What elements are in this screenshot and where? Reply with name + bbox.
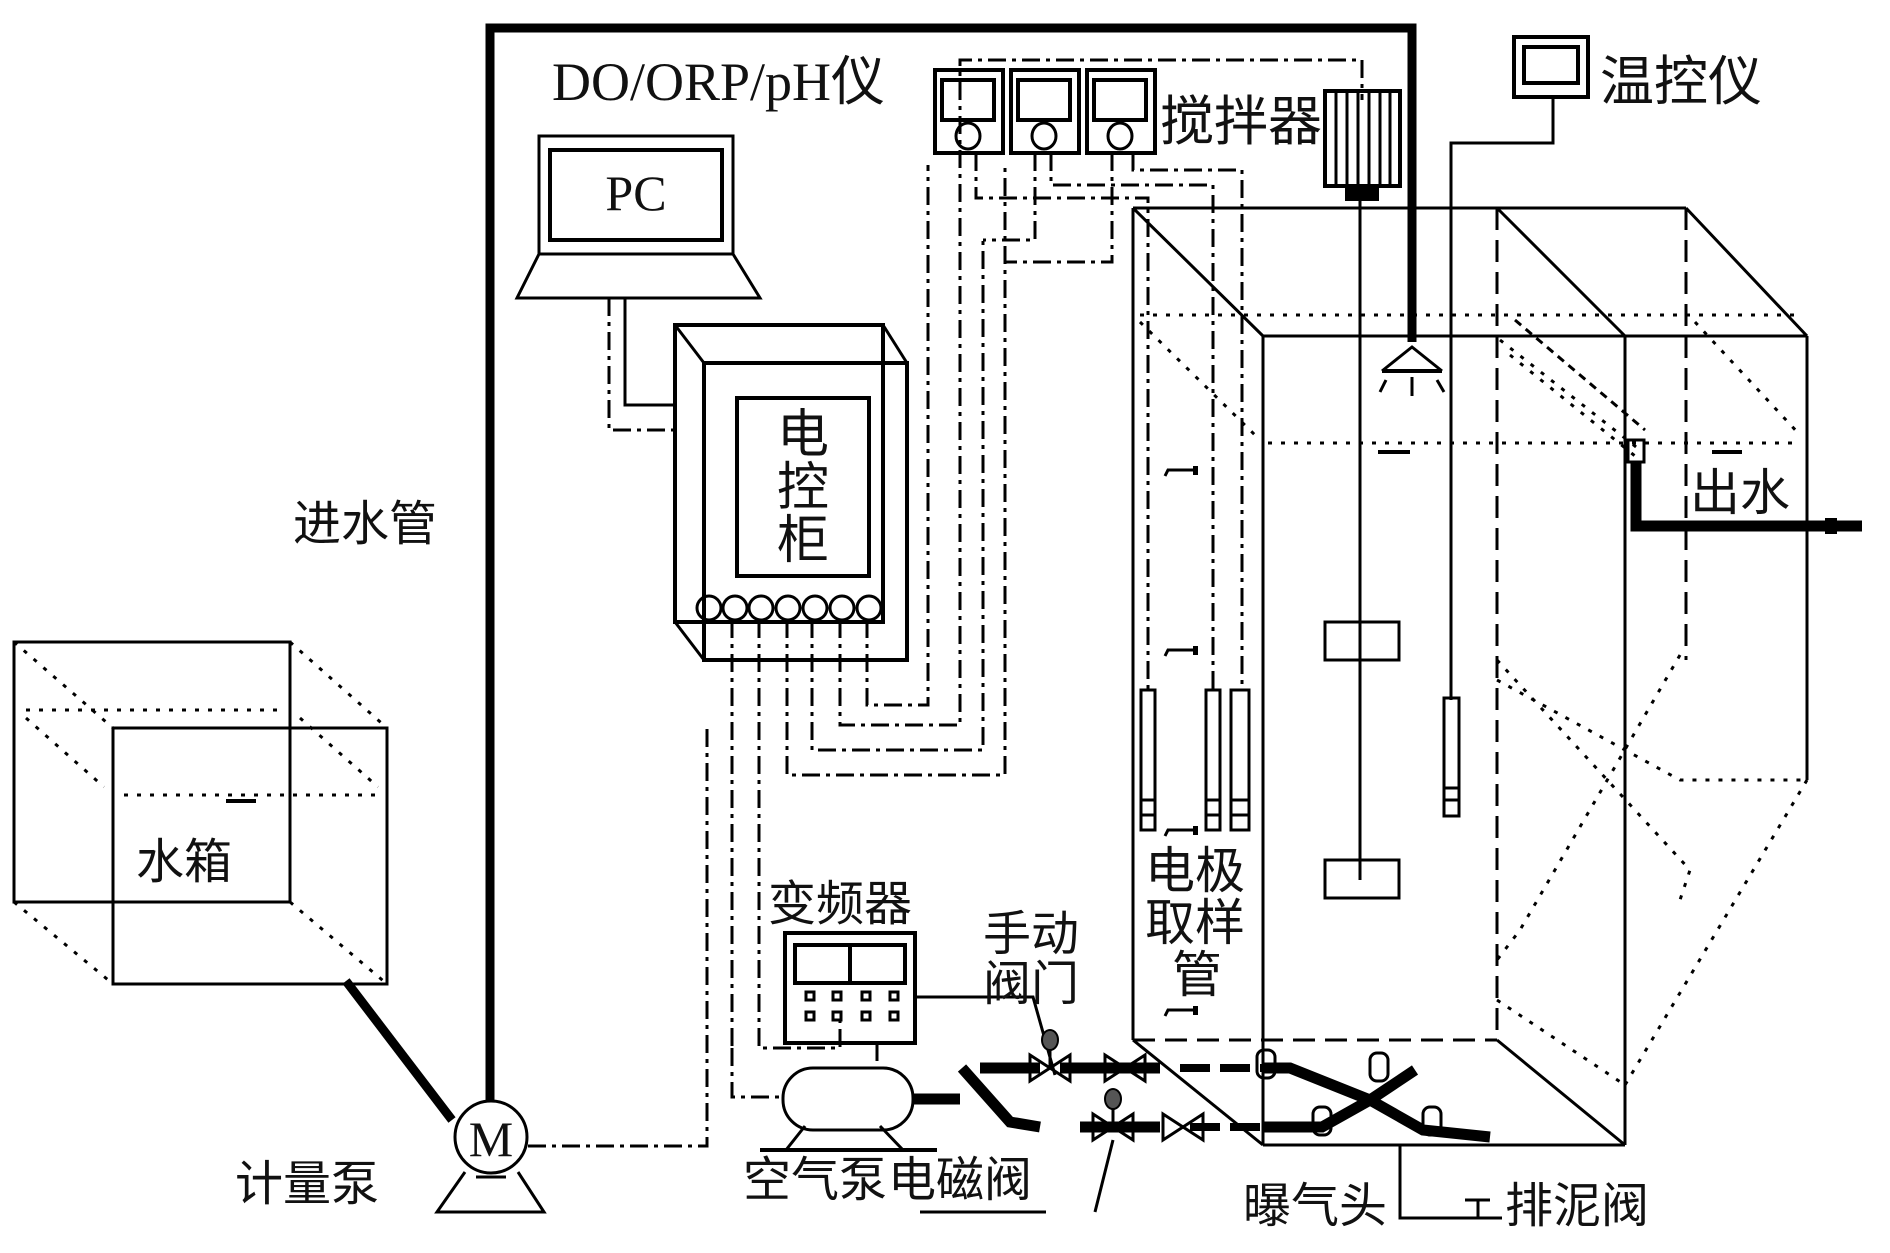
air-pump (760, 1066, 937, 1152)
sampling-port-icon (1163, 1008, 1195, 1017)
air-piping (913, 1062, 1263, 1133)
air-pump-power-wire (730, 1048, 783, 1099)
temperature-probe (1442, 696, 1461, 818)
cabinet-terminals (695, 594, 883, 622)
cabinet-wiring (730, 58, 1364, 1050)
solenoid-valve-lower (1091, 1088, 1135, 1143)
manual-valve-lower (1161, 1111, 1205, 1143)
solenoid-coil-icon (1041, 1029, 1059, 1051)
water-tank: 水箱 (12, 640, 389, 986)
pump-control-wire (528, 725, 709, 1148)
pc-cable (623, 298, 675, 407)
meter-wiring (974, 153, 1244, 690)
sampling-port-icon (1163, 828, 1195, 837)
frequency-converter: 变频器 (768, 876, 917, 1045)
pump-motor-icon (453, 1099, 529, 1175)
aeration-heads (1255, 1048, 1443, 1137)
inlet-pipe (485, 23, 1417, 1100)
manual-valve-label-2: 阀门 (983, 956, 1079, 1012)
meter-orp (1009, 68, 1081, 155)
sludge-valve-icon (1465, 1198, 1490, 1217)
decanter (1499, 318, 1646, 464)
cabinet-label-3: 柜 (777, 511, 829, 571)
aerator-label: 曝气头 (1243, 1178, 1387, 1234)
sampling-ports (1163, 466, 1198, 1017)
solenoid-leader (1093, 1139, 1115, 1213)
sampling-port-icon (1163, 468, 1195, 477)
stirrer: 搅拌器 (1160, 89, 1402, 900)
air-pump-label: 空气泵 (743, 1152, 887, 1208)
electrode-label-3: 管 (1172, 946, 1222, 1004)
solenoid-coil-icon (1104, 1088, 1122, 1110)
stirrer-label: 搅拌器 (1160, 90, 1322, 153)
manual-valve-label-1: 手动 (983, 906, 1079, 962)
meter-ph (1085, 68, 1157, 155)
electrode-label-2: 取样 (1145, 894, 1245, 952)
cabinet-label-1: 电 (777, 405, 829, 465)
outlet-valve-icon (1825, 518, 1837, 534)
cabinet-label-2: 控 (777, 458, 829, 518)
do-orp-ph-meters (933, 68, 1157, 155)
control-cabinet: 电 控 柜 (673, 323, 909, 662)
meter-do (933, 68, 1005, 155)
sludge-valve-label: 排泥阀 (1505, 1178, 1649, 1234)
sampling-port-icon (1163, 648, 1195, 657)
metering-pump-label: 计量泵 (235, 1156, 379, 1212)
vfd-label: 变频器 (768, 876, 912, 932)
outlet-label: 出水 (1690, 464, 1790, 522)
pc-label: PC (605, 165, 666, 221)
water-tank-label: 水箱 (136, 834, 232, 890)
metering-pump: M 计量泵 (235, 1099, 547, 1214)
solenoid-valve-label: 电磁阀 (888, 1152, 1032, 1208)
inlet-pipe-label: 进水管 (293, 496, 437, 552)
temperature-controller: 温控仪 (1442, 35, 1762, 818)
impeller-lower (1323, 858, 1401, 900)
electrode-label-1: 电极 (1145, 842, 1245, 900)
solenoid-valve-upper (1028, 1029, 1072, 1084)
reactor (1131, 206, 1809, 1147)
pump-symbol: M (469, 1111, 513, 1167)
aerator-icon (1255, 1048, 1277, 1080)
aeration-network (1263, 1062, 1491, 1143)
manual-valve-upper (1103, 1052, 1147, 1084)
electrodes (1139, 688, 1251, 832)
inlet-spray-icon (1378, 345, 1446, 396)
pc-data-wire (607, 298, 675, 432)
impeller-upper (1323, 620, 1401, 662)
aerator-icon (1311, 1105, 1333, 1137)
sludge-pipe (1398, 1145, 1502, 1220)
aerator-icon (1421, 1105, 1443, 1137)
pc: PC (514, 134, 763, 300)
meters-label: DO/ORP/pH仪 (552, 52, 885, 112)
tank-to-pump-pipe (342, 978, 456, 1123)
outlet-pipe (1630, 462, 1862, 532)
temp-controller-label: 温控仪 (1600, 50, 1762, 113)
aerator-icon (1368, 1051, 1390, 1083)
